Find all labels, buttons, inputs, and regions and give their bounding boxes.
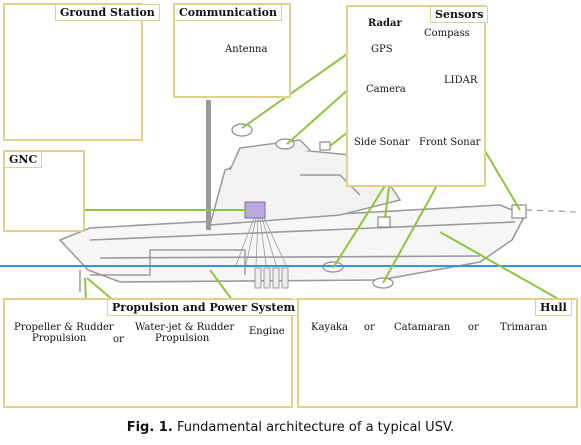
gnc-title: GNC [4, 151, 43, 168]
figure-caption-label: Fig. 1. [126, 420, 173, 435]
hull-or-label-1: or [364, 322, 375, 333]
figure-caption-text: Fundamental architecture of a typical US… [176, 420, 455, 435]
hull-box [297, 298, 578, 408]
propulsion-or-label: or [113, 334, 124, 345]
kayaka-label: Kayaka [311, 322, 349, 333]
propeller-label-line2: Propulsion [32, 333, 87, 344]
compass-label: Compass [424, 28, 470, 39]
lidar-label: LIDAR [444, 75, 478, 86]
waterjet-label-line1: Water-jet & Rudder [135, 322, 235, 333]
radar-label: Radar [368, 18, 402, 29]
sensors-box [346, 5, 486, 187]
hull-title: Hull [535, 299, 572, 316]
propeller-label-line1: Propeller & Rudder [14, 322, 114, 333]
trimaran-label: Trimaran [500, 322, 548, 333]
battery-cells [254, 267, 289, 289]
bow-dashed-line [525, 209, 579, 213]
ground-station-title: Ground Station [55, 4, 160, 21]
gnc-wiring [235, 217, 287, 266]
figure-caption: Fig. 1. Fundamental architecture of a ty… [0, 420, 581, 435]
side-sonar-label: Side Sonar [354, 137, 410, 148]
gps-label: GPS [371, 44, 393, 55]
mounted-sensors [231, 123, 527, 289]
front-sonar-label: Front Sonar [419, 137, 481, 148]
engine-label: Engine [249, 326, 285, 337]
sensors-title: Sensors [430, 6, 489, 23]
waterjet-label-line2: Propulsion [155, 333, 210, 344]
ground-station-box [3, 3, 143, 141]
propulsion-piping [79, 249, 246, 292]
catamaran-label: Catamaran [394, 322, 451, 333]
gnc-module-on-boat [244, 201, 266, 219]
antenna-mast [206, 100, 211, 230]
boat-hull [58, 204, 527, 283]
communication-title: Communication [174, 4, 282, 21]
hull-or-label-2: or [468, 322, 479, 333]
propulsion-title: Propulsion and Power System [107, 299, 301, 316]
camera-label: Camera [366, 84, 406, 95]
antenna-label: Antenna [225, 44, 268, 55]
